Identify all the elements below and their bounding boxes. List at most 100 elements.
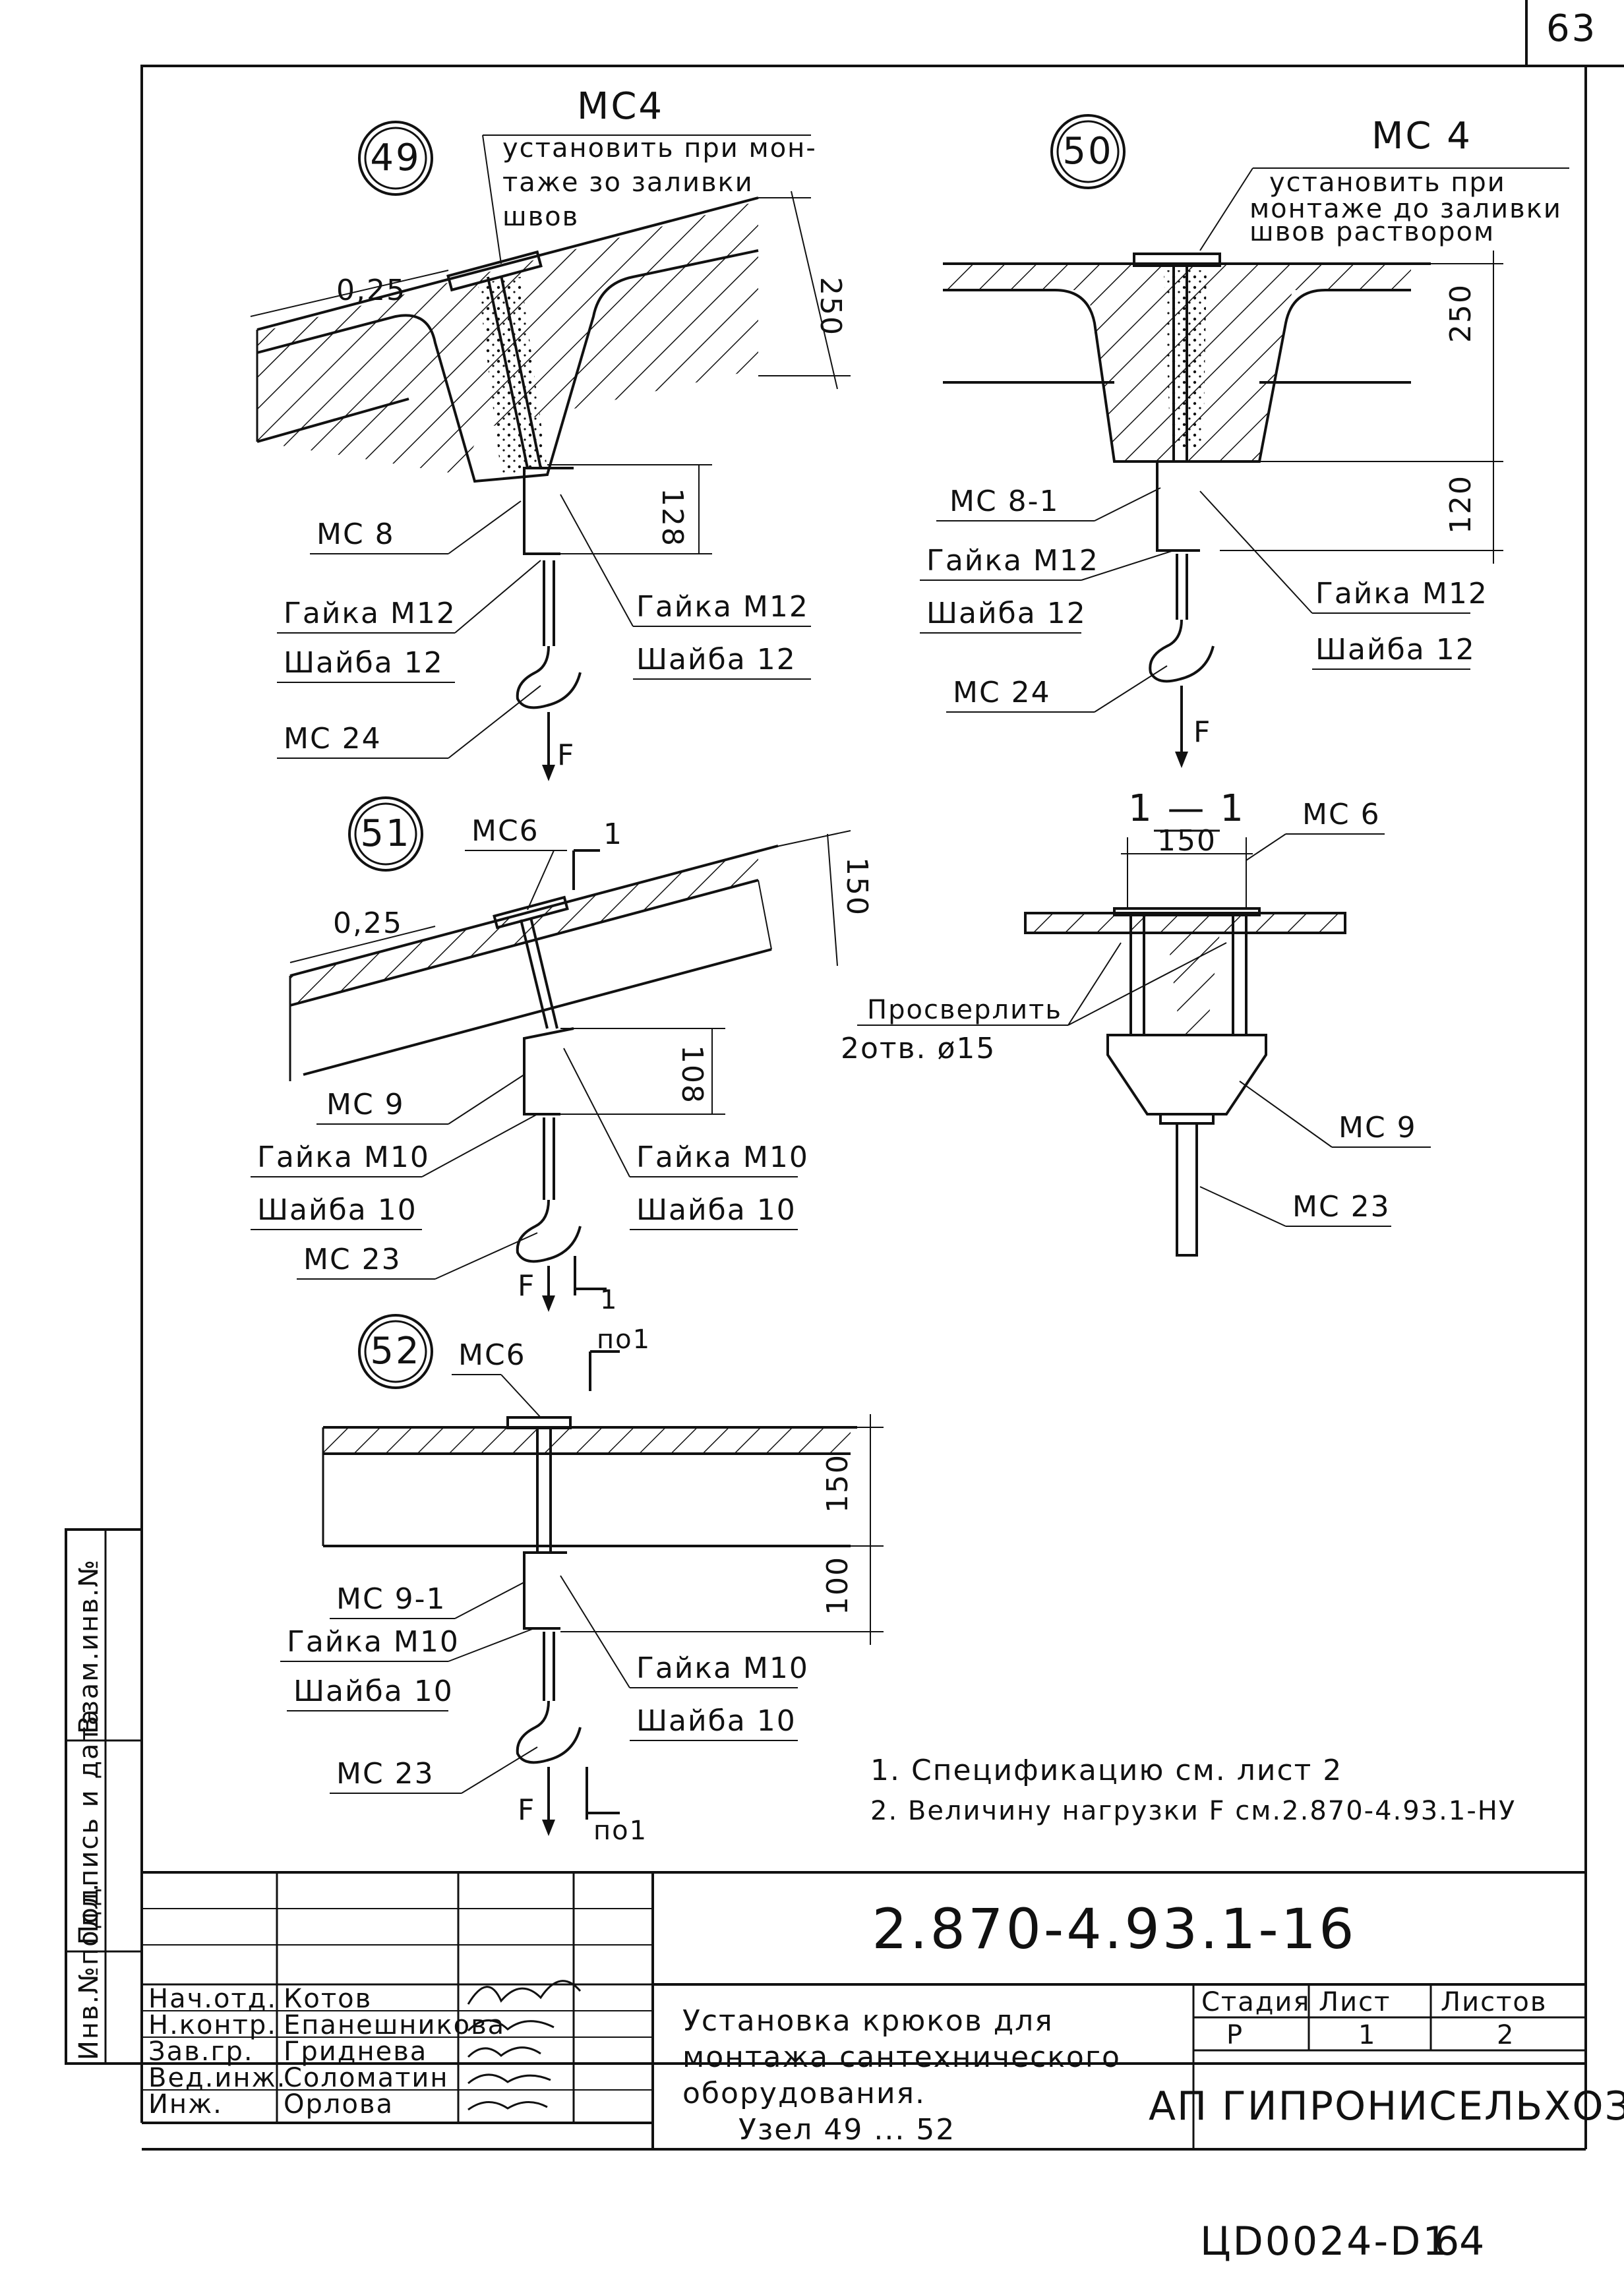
organization: АП ГИПРОНИСЕЛЬХОЗ [1149,2083,1624,2129]
node-51-force: F [518,1269,535,1303]
section-1-1: 1 — 1 150 МС 6 Просверлить 2отв. ø15 МС … [841,787,1431,1257]
node-52-washer-right: Шайба 10 [636,1704,797,1738]
node-49-mc8: МС 8 [316,518,395,551]
node-52-washer-left: Шайба 10 [293,1675,454,1708]
node-50-bracket [1156,460,1200,552]
node-51-bracket [523,1027,574,1115]
section-title: 1 — 1 [1128,787,1246,830]
node-49-washer-right: Шайба 12 [636,643,797,676]
node-52-mc9: МС 9-1 [336,1582,446,1616]
node-49-mc4-note-1: установить при мон- [502,133,817,164]
node-50: 50 МС 4 установить при монтаже до заливк… [920,114,1569,768]
node-51-washer-left: Шайба 10 [257,1193,417,1227]
node-50-force: F [1193,715,1211,749]
node-49-number: 49 [370,136,421,179]
name-2: Епанешникова [284,2010,505,2040]
node-49-dim-250: 250 [814,277,847,336]
side-stamp: Инв.№подл. Подпись и дата Взам.инв.№ [65,1528,143,2065]
node-50-mc4-plate [1133,253,1221,267]
node-51-dim-108: 108 [675,1045,709,1104]
node-49-washer-left: Шайба 12 [284,646,444,680]
archive-code: ЦD0024-D1 [1200,2218,1450,2265]
node-50-mc4-note-2: монтаже до заливки [1249,194,1562,224]
title-right: монтажа сантехнического оборудования. Уз… [142,1984,1624,2151]
side-label-replace: Взам.инв.№ [74,1559,104,1734]
node-51-slope: 0,25 [333,907,403,940]
node-50-mc4-note-1: установить при [1269,167,1506,198]
side-label-inv: Инв.№подл. [74,1882,104,2060]
sheets-value: 2 [1497,2020,1515,2050]
drawing-frame [140,65,1587,2065]
title-line-3: оборудования. [682,2077,926,2110]
node-52-nut-left: Гайка М10 [287,1625,460,1659]
node-49-mc24: МС 24 [284,722,382,756]
node-50-dim-250: 250 [1444,283,1478,343]
node-50-nut-right: Гайка М12 [1315,577,1488,610]
role-5: Инж. [148,2089,223,2120]
signature-4 [467,2073,551,2085]
sheet-value: 1 [1358,2020,1376,2050]
node-49-slope: 0,25 [336,274,406,307]
name-1: Котов [284,1984,372,2014]
node-49-nut-right: Гайка М12 [636,590,809,624]
node-51-nut-left: Гайка М10 [257,1141,430,1174]
sheet-header: Лист [1319,1987,1391,2017]
role-2: Н.контр. [148,2010,277,2040]
node-52-bracket [523,1551,567,1630]
node-51-section: 1 [603,818,623,851]
section-drill-2: 2отв. ø15 [841,1032,996,1065]
stage-header: Стадия [1201,1987,1310,2017]
node-49-mc4-plate [446,250,543,292]
note-1: 1. Спецификацию см. лист 2 [870,1754,1342,1787]
node-52-nut-right: Гайка М10 [636,1651,809,1685]
node-51-number: 51 [360,812,411,855]
node-50-nut-left: Гайка М12 [926,544,1099,578]
node-52-force: F [518,1793,535,1827]
node-52-badge [358,1314,433,1389]
title-line-1: Установка крюков для [682,2004,1054,2038]
section-rod [1176,1122,1198,1257]
section-drill-1: Просверлить [867,995,1062,1025]
node-50-washer-right: Шайба 12 [1315,633,1476,667]
node-49: 49 МС4 установить при мон- таже зо залив… [250,85,851,781]
title-line-4: Узел 49 ... 52 [738,2113,955,2147]
node-50-mc24: МС 24 [953,676,1051,709]
node-49-mc4-note-3: швов [502,202,579,232]
note-2: 2. Величину нагрузки F см.2.870-4.93.1-Н… [870,1796,1516,1826]
node-52-mc23: МС 23 [336,1757,435,1791]
node-50-mc4-note-3: швов раствором [1249,217,1495,247]
node-51-mc6: МС6 [471,814,539,848]
signature-5 [467,2100,548,2111]
node-51-badge [348,796,423,872]
sheets-header: Листов [1441,1987,1547,2017]
role-3: Зав.гр. [148,2036,254,2067]
node-51-nut-right: Гайка М10 [636,1141,809,1174]
name-5: Орлова [284,2089,394,2120]
node-52-dim-150: 150 [821,1454,855,1513]
signature-1 [467,1980,582,2005]
node-50-washer-left: Шайба 12 [926,597,1087,630]
section-mc6: МС 6 [1302,798,1381,831]
node-50-number: 50 [1062,130,1113,173]
node-52-section: по1 [597,1324,651,1355]
node-50-mc8: МС 8-1 [949,485,1060,518]
node-52-mc6: МС6 [458,1338,526,1372]
node-49-mc4-note-2: таже зо заливки [502,167,754,198]
node-49-mc4: МС4 [577,85,664,128]
role-4: Вед.инж. [148,2063,286,2093]
stage-value: Р [1226,2020,1244,2050]
node-52-dim-100: 100 [821,1556,855,1615]
section-mc9: МС 9 [1338,1111,1417,1144]
node-52: 52 МС6 по1 150 100 F по1 МС 9-1 [280,1314,884,1846]
name-3: Гриднева [284,2036,427,2067]
node-50-badge [1050,114,1126,189]
node-49-force: F [557,738,575,772]
node-50-mc4: МС 4 [1371,115,1472,158]
node-49-dim-128: 128 [655,488,689,547]
signature-table: Нач.отд. Котов Н.контр. Епанешникова Зав… [140,1980,653,2124]
name-4: Соломатин [284,2063,449,2093]
node-52-section-bottom: по1 [593,1816,647,1846]
drawing-code: 2.870-4.93.1-16 [872,1897,1356,1961]
signature-2 [467,2019,555,2032]
